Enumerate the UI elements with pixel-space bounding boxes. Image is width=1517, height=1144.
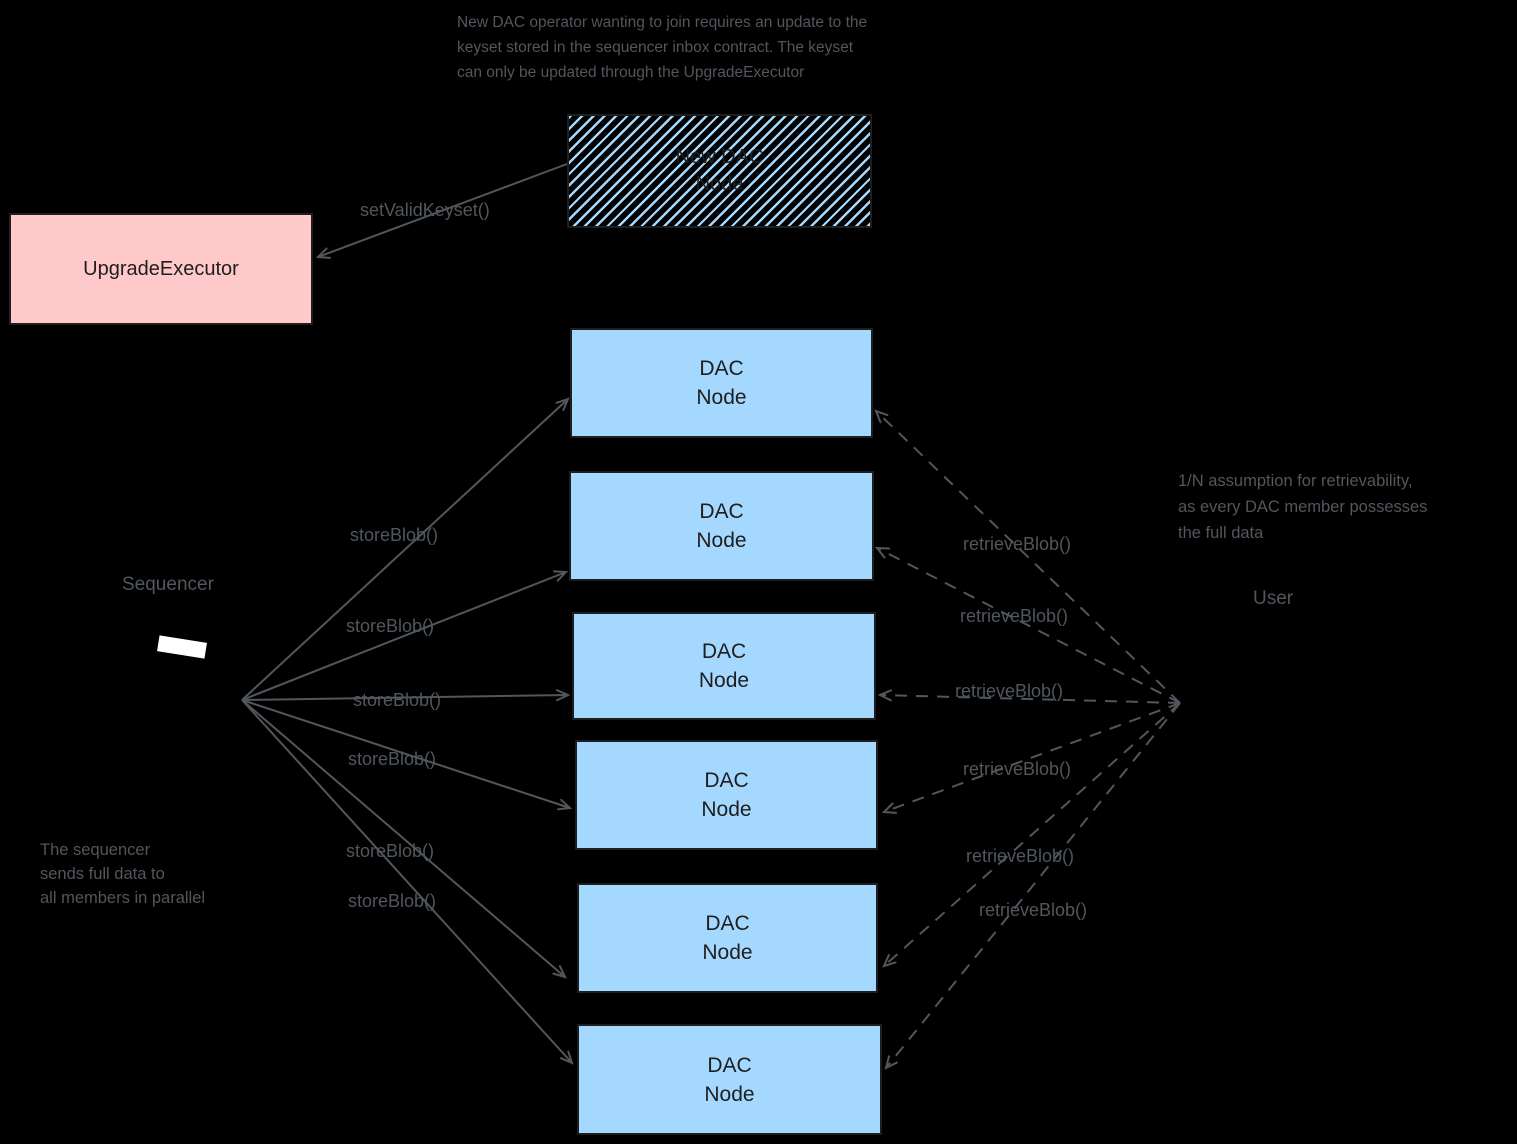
retrieveblob-label: retrieveBlob() <box>963 534 1072 554</box>
sequencer-note: The sequencer sends full data to all mem… <box>40 838 205 910</box>
sequencer-note-line: sends full data to <box>40 865 165 883</box>
new-dac-node-label-line: New DAC <box>675 146 764 168</box>
retrievability-note-line: the full data <box>1178 524 1264 542</box>
sequencer-note-line: The sequencer <box>40 841 151 859</box>
storeblob-arrow <box>241 699 574 1065</box>
dac-node-label-line: Node <box>696 529 747 552</box>
retrievability-note: 1/N assumption for retrievability, as ev… <box>1178 468 1427 546</box>
storeblob-label: storeBlob() <box>353 690 442 710</box>
user-label: User <box>1253 588 1294 609</box>
dac-node-label-line: DAC <box>704 769 749 792</box>
new-dac-node-box: New DAC Node <box>567 114 872 228</box>
dac-node-box: DAC Node <box>569 471 874 581</box>
dac-node-label-line: DAC <box>705 912 750 935</box>
storeblob-arrow <box>241 397 570 701</box>
dac-node-label-line: DAC <box>699 500 744 523</box>
retrieveblob-arrow <box>874 409 1181 704</box>
top-note-line: keyset stored in the sequencer inbox con… <box>457 39 854 56</box>
storeblob-label: storeBlob() <box>350 525 439 545</box>
retrievability-note-line: as every DAC member possesses <box>1178 498 1428 516</box>
dac-node-label-line: Node <box>704 1082 755 1106</box>
storeblob-arrow <box>241 699 573 811</box>
dac-node-label-line: Node <box>701 798 752 821</box>
dac-node-label-line: Node <box>696 386 747 409</box>
sequencer-note-line: all members in parallel <box>40 889 206 907</box>
retrieveblob-label: retrieveBlob() <box>966 846 1075 866</box>
retrieveblob-label: retrieveBlob() <box>955 681 1064 701</box>
storeblob-label: storeBlob() <box>346 841 435 861</box>
upgrade-executor-label: UpgradeExecutor <box>83 257 239 280</box>
retrieveblob-arrow <box>874 546 1181 704</box>
dac-node-label-line: Node <box>702 941 753 964</box>
dac-node-label-line: DAC <box>699 357 744 380</box>
dac-node-box: DAC Node <box>577 883 878 993</box>
new-dac-node-label-line: Node <box>695 173 744 195</box>
retrievability-note-line: 1/N assumption for retrievability, <box>1178 472 1413 490</box>
storeblob-arrow <box>241 689 571 702</box>
dac-node-label-line: DAC <box>701 640 747 663</box>
dac-node-box: DAC Node <box>575 740 878 850</box>
dac-node-label-line: DAC <box>707 1053 752 1077</box>
storeblob-label: storeBlob() <box>346 616 435 636</box>
dac-node-box: DAC Node <box>577 1024 882 1135</box>
storeblob-label: storeBlob() <box>348 891 437 911</box>
top-note: New DAC operator wanting to join require… <box>457 10 867 85</box>
storeblob-arrow <box>241 570 569 701</box>
setvalidkeyset-label: setValidKeyset() <box>360 200 490 220</box>
storeblob-arrow <box>241 699 567 979</box>
retrieveblob-arrow <box>881 702 1181 814</box>
dac-node-label-line: Node <box>698 669 750 692</box>
retrieveblob-arrow <box>882 702 1181 968</box>
retrieveblob-label: retrieveBlob() <box>979 900 1088 920</box>
retrieveblob-arrow <box>884 702 1181 1070</box>
retrieveblob-label: retrieveBlob() <box>963 759 1072 779</box>
storeblob-label: storeBlob() <box>348 749 437 769</box>
retrieveblob-arrow <box>877 689 1181 704</box>
top-note-line: New DAC operator wanting to join require… <box>457 14 868 31</box>
dac-node-box: DAC Node <box>572 612 876 720</box>
upgrade-executor-box: UpgradeExecutor <box>9 213 313 325</box>
retrieveblob-label: retrieveBlob() <box>960 606 1069 626</box>
dac-node-box: DAC Node <box>570 328 873 438</box>
top-note-line: can only be updated through the UpgradeE… <box>457 64 805 81</box>
sequencer-label: Sequencer <box>122 574 214 595</box>
setvalidkeyset-arrow <box>315 163 568 259</box>
